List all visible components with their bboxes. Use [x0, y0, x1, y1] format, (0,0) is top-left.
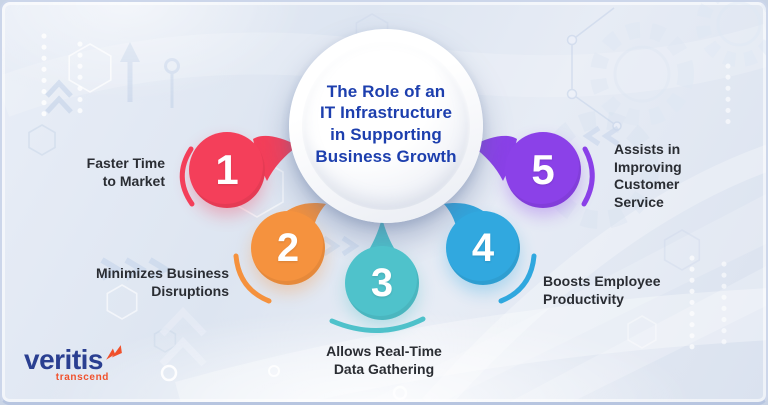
- step-4-label: Boosts Employee Productivity: [543, 273, 661, 307]
- step-3-badge: 3: [345, 246, 419, 320]
- step-1-badge: 1: [189, 132, 265, 208]
- veritis-logo: veritis transcend: [24, 344, 123, 383]
- gear-icon-small: [696, 2, 766, 67]
- step-4-number: 4: [471, 225, 495, 270]
- logo-wordmark: veritis: [24, 344, 104, 375]
- center-inner-disc: The Role of an IT Infrastructure in Supp…: [302, 42, 470, 210]
- step-3-tail: [366, 218, 398, 254]
- step-3-arc: [329, 316, 426, 333]
- logo-tagline: transcend: [55, 372, 109, 383]
- step-2-label: Minimizes Business Disruptions: [95, 265, 229, 299]
- step-2-arc: [233, 253, 272, 304]
- gear-icon-faint: [541, 111, 659, 229]
- step-5-label: Assists in Improving Customer Service: [614, 141, 682, 210]
- network-nodes: [566, 7, 622, 131]
- chevron-right-icons: [100, 125, 620, 281]
- step-3-number: 3: [370, 260, 394, 305]
- step-2-number: 2: [276, 225, 300, 270]
- step-5-badge: 5: [505, 132, 581, 208]
- step-1-arc: [179, 146, 195, 207]
- infographic-title: The Role of an IT Infrastructure in Supp…: [315, 81, 457, 166]
- step-3-label: Allows Real-Time Data Gathering: [326, 343, 442, 377]
- step-1-label: Faster Time to Market: [86, 155, 165, 189]
- step-1-number: 1: [215, 146, 239, 193]
- step-5-arc: [581, 146, 595, 207]
- step-2-badge: 2: [251, 211, 325, 285]
- step-4-arc: [498, 253, 537, 304]
- gear-icon: [590, 22, 694, 126]
- step-5-number: 5: [531, 146, 555, 193]
- logo-row: veritis: [24, 344, 123, 375]
- step-4-badge: 4: [446, 211, 520, 285]
- logo-arrow-icon: [106, 345, 122, 360]
- center-circle: The Role of an IT Infrastructure in Supp…: [289, 29, 483, 223]
